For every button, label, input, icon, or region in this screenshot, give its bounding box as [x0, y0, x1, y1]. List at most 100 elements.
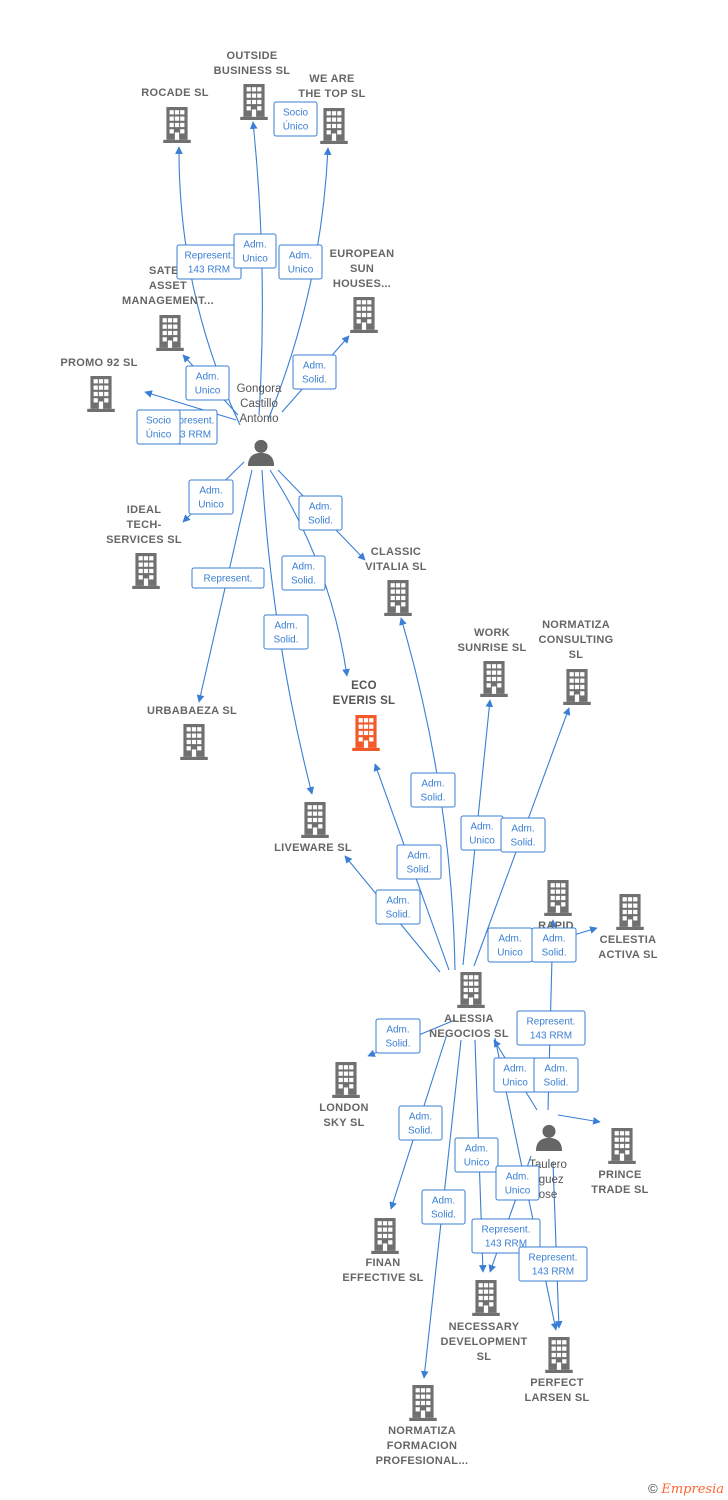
- edge-label[interactable]: Represent.: [191, 567, 265, 589]
- edge-label[interactable]: Represent.143 RRM: [176, 244, 242, 280]
- edge-label[interactable]: Represent. 143 RRM: [471, 1218, 541, 1254]
- node-label-line: SL: [477, 1351, 492, 1363]
- edge-label-text: Solid.: [302, 375, 327, 386]
- node-label-line: ROCADE SL: [141, 87, 208, 99]
- company-building-icon: [616, 894, 644, 930]
- edge-label-text: Solid.: [385, 1039, 410, 1050]
- edge-label[interactable]: Represent.143 RRM: [518, 1246, 588, 1282]
- edge-label[interactable]: Adm. Solid.: [531, 927, 577, 963]
- company-building-icon: [87, 376, 115, 412]
- node-label-line: IDEAL: [127, 504, 162, 516]
- edge-label-text: Solid.: [431, 1210, 456, 1221]
- node-label-line: URBABAEZA SL: [147, 705, 237, 717]
- edge-label-text: Adm.: [542, 934, 565, 945]
- edge-gongora-to-promo: [144, 390, 237, 421]
- edge-label[interactable]: Adm.Unico: [454, 1137, 499, 1173]
- edge-label[interactable]: Adm. Solid.: [263, 614, 309, 650]
- node-label-line: PRINCE: [598, 1169, 641, 1181]
- edge-label[interactable]: Adm.Solid.: [375, 1018, 421, 1054]
- edge-label-text: Represent.: [482, 1225, 531, 1236]
- edge-label-text: Adm.: [470, 822, 493, 833]
- node-label-line: CLASSIC: [371, 546, 421, 558]
- edge-label-text: Solid.: [408, 1126, 433, 1137]
- edge-label[interactable]: Adm.Solid.: [410, 772, 456, 808]
- edge-label-box: [185, 365, 230, 401]
- node-label-line: SUNRISE SL: [457, 642, 526, 654]
- node-promo[interactable]: PROMO 92 SL: [60, 357, 137, 412]
- edge-label[interactable]: Adm.Solid.: [396, 844, 442, 880]
- edge-label[interactable]: Adm.Solid.: [298, 495, 343, 531]
- edge-label[interactable]: Adm.Solid.: [292, 354, 337, 390]
- edge-taulero-to-perfect: [552, 1161, 563, 1329]
- node-label-line: PERFECT: [530, 1377, 583, 1389]
- node-liveware[interactable]: LIVEWARE SL: [274, 802, 352, 854]
- edge-label-text: Adm.: [409, 1112, 432, 1123]
- node-prince[interactable]: PRINCE TRADE SL: [591, 1128, 648, 1196]
- node-label-line: TRADE SL: [591, 1184, 648, 1196]
- edge-label[interactable]: Adm.Unico: [460, 815, 504, 851]
- edge-label[interactable]: Adm.Solid.: [533, 1057, 579, 1093]
- edge-label-text: Unico: [198, 500, 224, 511]
- edge-label[interactable]: Adm.Unico: [487, 927, 533, 963]
- node-label-line: ose: [539, 1189, 558, 1201]
- edge-label[interactable]: Adm.Solid.: [421, 1189, 466, 1225]
- edge-label[interactable]: Adm.Unico: [233, 233, 277, 269]
- footer-brand[interactable]: © Empresia: [648, 1481, 724, 1497]
- edge-label[interactable]: Adm.Solid.: [281, 555, 326, 591]
- node-label-line: OUTSIDE: [227, 50, 278, 62]
- node-rocade[interactable]: ROCADE SL: [141, 87, 208, 143]
- node-label-line: ASSET: [149, 280, 187, 292]
- node-urbabaeza[interactable]: URBABAEZA SL: [147, 705, 237, 760]
- edge-label[interactable]: Adm.Unico: [278, 244, 323, 280]
- edge-label-text: Solid.: [541, 948, 566, 959]
- edge-label-text: Solid.: [273, 635, 298, 646]
- edge-label-box: [518, 1246, 588, 1282]
- edge-label[interactable]: Adm.Unico: [493, 1057, 537, 1093]
- edge-label-text: Adm.: [196, 372, 219, 383]
- edge-label[interactable]: Represent.143 RRM: [516, 1010, 586, 1046]
- edge-label[interactable]: Adm.Unico: [188, 479, 234, 515]
- edge-label-text: Adm.: [274, 621, 297, 632]
- edge-label-text: 143 RRM: [485, 1239, 527, 1250]
- edge-label-box: [136, 409, 181, 445]
- company-building-icon: [163, 107, 191, 143]
- edge-label-box: [471, 1218, 541, 1254]
- edge-label-text: Represent.: [185, 251, 234, 262]
- edge-label-box: [410, 772, 456, 808]
- edge-label[interactable]: Adm.Solid.: [375, 889, 421, 925]
- company-building-icon: [180, 724, 208, 760]
- company-building-icon: [350, 297, 378, 333]
- edge-label[interactable]: Adm.Solid.: [500, 817, 546, 853]
- edge-label[interactable]: Adm.Unico: [495, 1165, 540, 1201]
- node-label-line: riguez: [532, 1174, 564, 1186]
- company-building-icon: [608, 1128, 636, 1164]
- edge-label-box: [278, 244, 323, 280]
- edge-label[interactable]: Adm.Unico: [185, 365, 230, 401]
- node-label-line: ALESSIA: [444, 1013, 494, 1025]
- edge-label[interactable]: Adm. Solid.: [398, 1105, 443, 1141]
